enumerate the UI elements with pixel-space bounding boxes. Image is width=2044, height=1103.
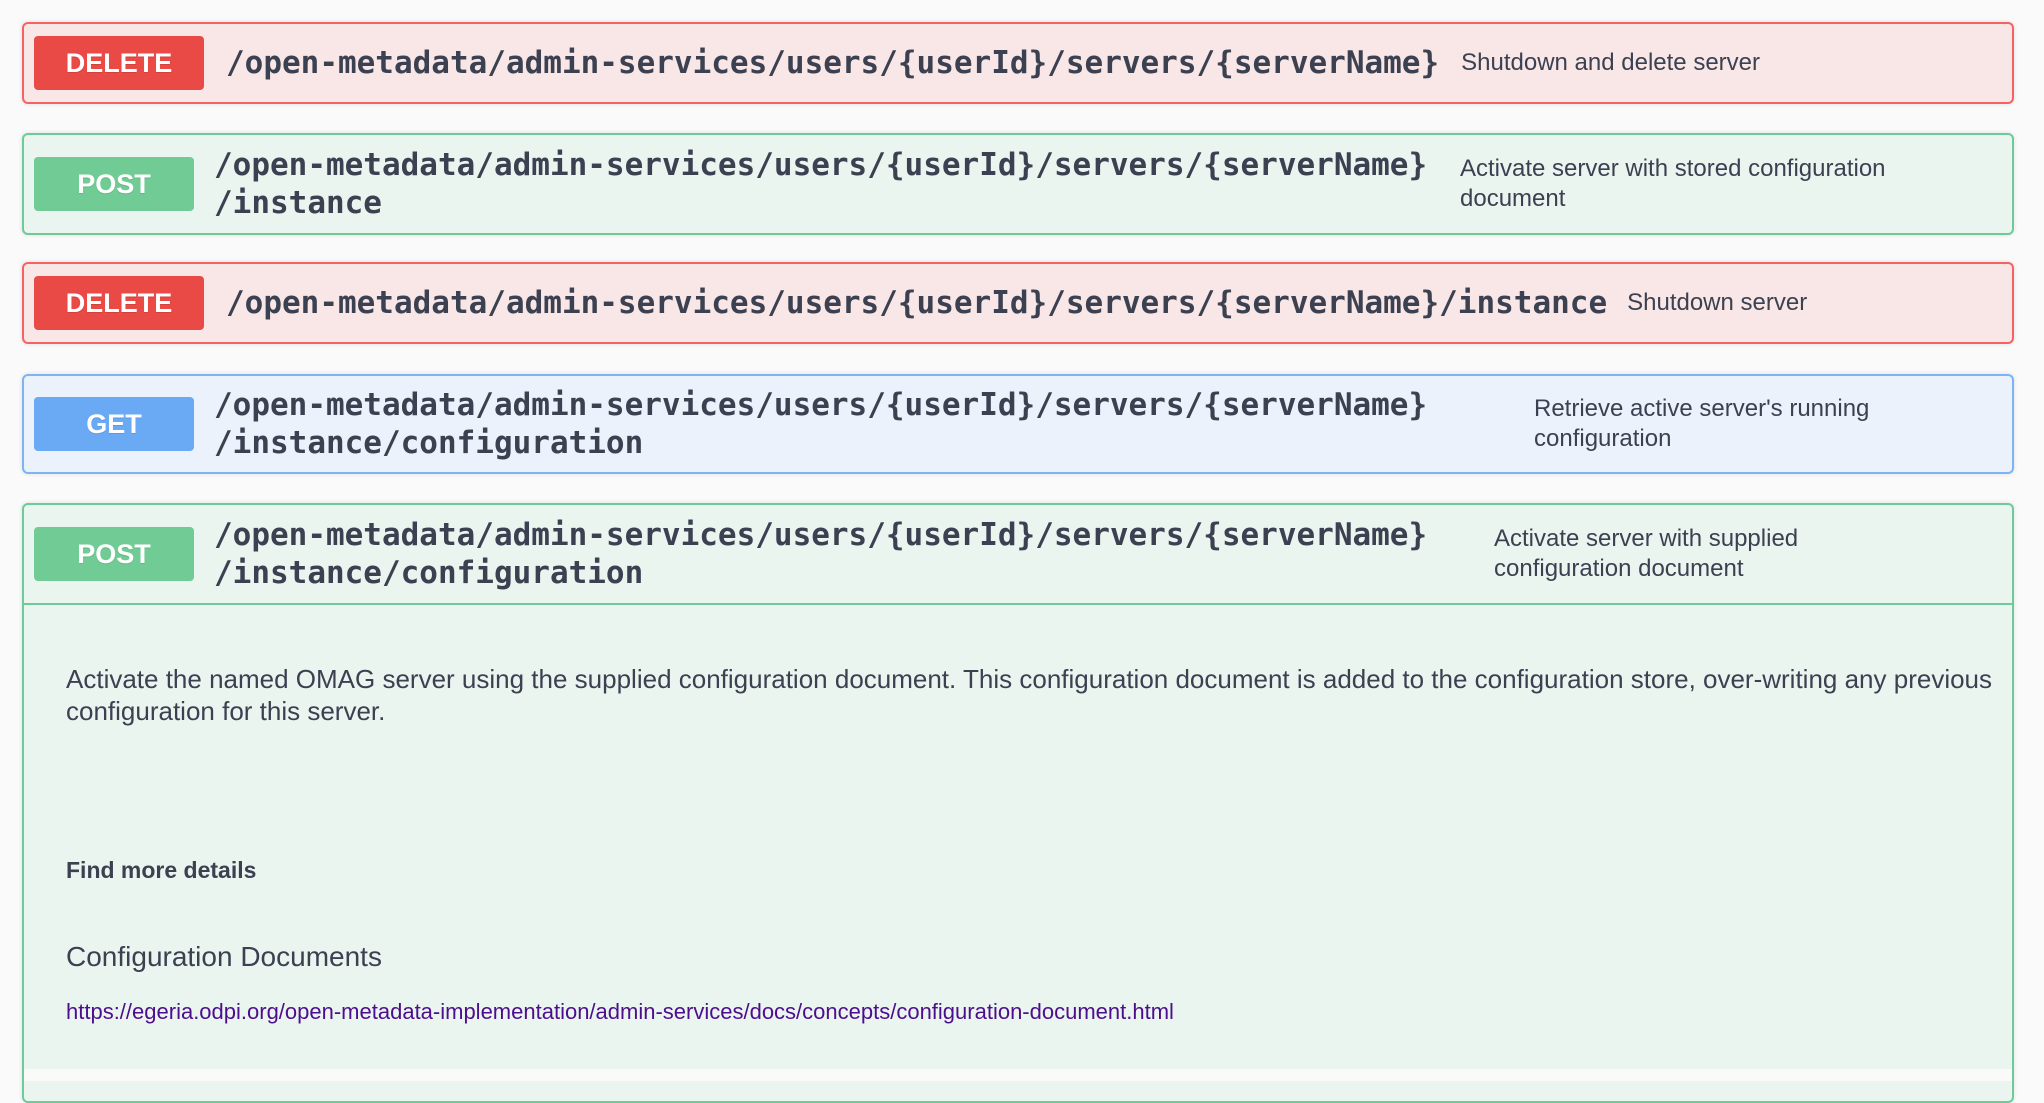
method-badge: POST — [34, 527, 194, 581]
operation-post-instance: POST /open-metadata/admin-services/users… — [22, 133, 2014, 235]
operation-path: /open-metadata/admin-services/users/{use… — [226, 285, 1608, 321]
operation-path: /open-metadata/admin-services/users/{use… — [214, 147, 1428, 221]
operation-description: Shutdown and delete server — [1461, 49, 1761, 76]
find-more-details-label: Find more details — [66, 857, 257, 883]
external-docs-title: Configuration Documents — [66, 941, 382, 972]
operation-description: Shutdown server — [1627, 289, 1808, 316]
operation-path: /open-metadata/admin-services/users/{use… — [214, 387, 1428, 461]
method-badge: POST — [34, 157, 194, 211]
operation-get-configuration: GET /open-metadata/admin-services/users/… — [22, 374, 2014, 474]
operation-delete-instance: DELETE /open-metadata/admin-services/use… — [22, 262, 2014, 344]
operation-summary[interactable]: DELETE /open-metadata/admin-services/use… — [24, 264, 2012, 342]
operation-summary[interactable]: DELETE /open-metadata/admin-services/use… — [24, 24, 2012, 102]
operation-delete-server: DELETE /open-metadata/admin-services/use… — [22, 22, 2014, 104]
method-badge: DELETE — [34, 36, 204, 90]
operation-details: Activate the named OMAG server using the… — [24, 603, 2012, 1101]
operation-path: /open-metadata/admin-services/users/{use… — [214, 517, 1428, 591]
operation-description: Retrieve active server's running configu… — [1534, 395, 1870, 452]
operation-summary[interactable]: POST /open-metadata/admin-services/users… — [24, 135, 2012, 233]
operation-description: Activate server with supplied configurat… — [1494, 525, 1799, 582]
method-badge: DELETE — [34, 276, 204, 330]
operation-post-configuration: POST /open-metadata/admin-services/users… — [22, 503, 2014, 1103]
operation-description: Activate server with stored configuratio… — [1460, 155, 1886, 212]
body-bottom-strip — [24, 1069, 2012, 1081]
operation-summary[interactable]: GET /open-metadata/admin-services/users/… — [24, 376, 2012, 472]
operation-long-description: Activate the named OMAG server using the… — [66, 664, 1993, 726]
operation-summary[interactable]: POST /open-metadata/admin-services/users… — [24, 505, 2012, 603]
operation-path: /open-metadata/admin-services/users/{use… — [226, 45, 1440, 81]
method-badge: GET — [34, 397, 194, 451]
external-docs-link[interactable]: https://egeria.odpi.org/open-metadata-im… — [66, 999, 1174, 1024]
